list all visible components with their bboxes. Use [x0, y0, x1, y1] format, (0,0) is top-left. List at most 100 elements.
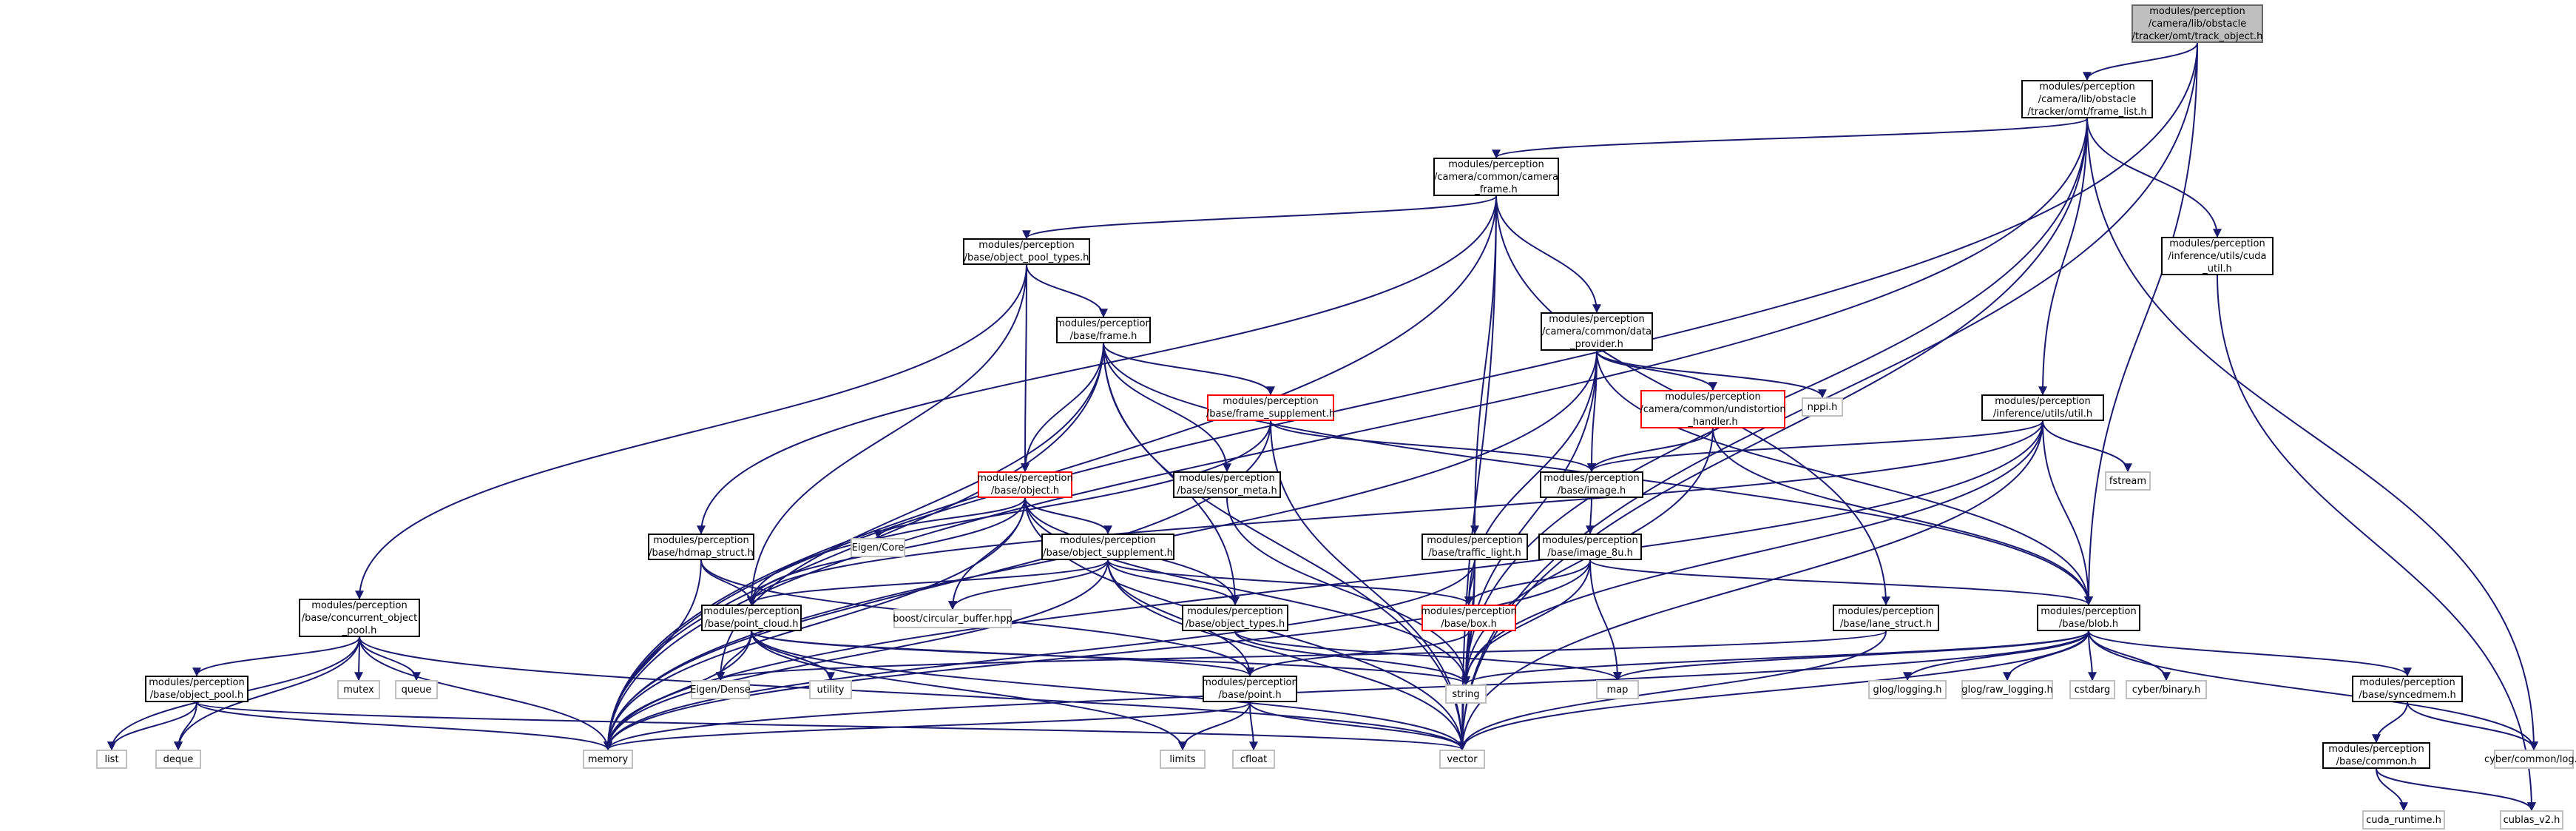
edge-image_8u-to-memory: [604, 559, 1591, 751]
edge-concurrent_object_pool-to-deque: [174, 636, 360, 751]
node-label-line: modules/perception: [1995, 396, 2091, 407]
node-lane-struct[interactable]: modules/perception/base/lane_struct.h: [1833, 605, 1939, 631]
node-syncedmem[interactable]: modules/perception/base/syncedmem.h: [2352, 676, 2463, 702]
node-cublas-v2: cublas_v2.h: [2500, 810, 2563, 830]
node-label-line: _util.h: [2203, 263, 2232, 275]
node-object-supplement[interactable]: modules/perception/base/object_supplemen…: [1041, 534, 1174, 560]
edge-blob-to-syncedmem: [2088, 630, 2412, 677]
node-cfloat: cfloat: [1232, 750, 1275, 769]
node-object-types[interactable]: modules/perception/base/object_types.h: [1182, 605, 1288, 631]
node-label-line: modules/perception: [1544, 473, 1640, 484]
edge-frame_list-to-camera_frame: [1492, 118, 2088, 159]
edge-syncedmem-to-common: [2372, 702, 2408, 744]
edge-object_types-to-string: [1234, 630, 1470, 686]
node-cuda-util[interactable]: modules/perception/inference/utils/cuda_…: [2161, 237, 2274, 275]
node-string: string: [1445, 684, 1487, 704]
node-box[interactable]: modules/perception/base/box.h: [1421, 605, 1517, 631]
node-label-line: /base/point.h: [1218, 690, 1282, 701]
node-label-line: modules/perception: [2039, 81, 2135, 92]
dependency-edges: [107, 42, 2538, 812]
node-label-line: vector: [1447, 753, 1478, 765]
node-queue: queue: [395, 680, 438, 699]
node-hdmap-struct[interactable]: modules/perception/base/hdmap_struct.h: [648, 534, 754, 560]
node-undistortion-handler[interactable]: modules/perception/camera/common/undisto…: [1640, 390, 1786, 428]
edge-object_pool_types-to-concurrent_object_pool: [355, 264, 1027, 600]
node-label-line: modules/perception: [2149, 5, 2245, 17]
edge-object-to-memory: [604, 497, 1026, 751]
node-fstream: fstream: [2105, 471, 2151, 491]
node-cyber-binary: cyber/binary.h: [2126, 680, 2207, 699]
node-list: list: [96, 750, 127, 769]
node-nppi: nppi.h: [1802, 397, 1843, 417]
node-label-line: cfloat: [1240, 753, 1268, 765]
edge-object_supplement-to-circular_buffer: [948, 559, 1109, 610]
edge-frame_supplement-to-image: [1270, 420, 1596, 473]
node-circular-buffer: boost/circular_buffer.hpp: [893, 609, 1013, 628]
edge-object-to-object_supplement: [1024, 497, 1112, 535]
node-limits: limits: [1160, 750, 1206, 769]
node-concurrent-object-pool[interactable]: modules/perception/base/concurrent_objec…: [299, 599, 420, 637]
node-label-line: /base/object_pool_types.h: [964, 252, 1089, 263]
node-cuda-runtime: cuda_runtime.h: [2362, 810, 2445, 830]
edge-object_supplement-to-point_cloud: [747, 559, 1109, 606]
edge-object_supplement-to-point: [1107, 559, 1254, 677]
node-point[interactable]: modules/perception/base/point.h: [1202, 676, 1298, 702]
node-image-8u[interactable]: modules/perception/base/image_8u.h: [1538, 534, 1642, 560]
edge-object_types-to-map: [1234, 630, 1622, 682]
edge-data_provider-to-string: [1461, 350, 1598, 686]
node-label-line: modules/perception: [1838, 606, 1934, 617]
node-label-line: modules/perception: [1202, 677, 1298, 688]
node-data-provider[interactable]: modules/perception/camera/common/data_pr…: [1541, 312, 1653, 351]
node-label-line: deque: [163, 753, 194, 765]
node-label-line: cublas_v2.h: [2503, 814, 2560, 826]
node-label-line: /base/frame.h: [1069, 331, 1137, 342]
node-util[interactable]: modules/perception/inference/utils/util.…: [1981, 394, 2104, 421]
edge-data_provider-to-nppi: [1596, 350, 1827, 399]
node-eigen-dense: Eigen/Dense: [690, 680, 751, 699]
node-object-pool[interactable]: modules/perception/base/object_pool.h: [145, 676, 249, 702]
node-common[interactable]: modules/perception/base/common.h: [2322, 742, 2430, 769]
edge-blob-to-vector: [1458, 630, 2089, 751]
node-point-cloud[interactable]: modules/perception/base/point_cloud.h: [701, 605, 802, 631]
node-sensor-meta[interactable]: modules/perception/base/sensor_meta.h: [1173, 471, 1281, 498]
node-eigen-core: Eigen/Core: [851, 538, 905, 557]
edge-object_pool-to-memory: [196, 702, 612, 751]
node-label-line: _pool.h: [342, 625, 377, 636]
node-traffic-light[interactable]: modules/perception/base/traffic_light.h: [1421, 534, 1528, 560]
edge-blob-to-cstdarg: [2087, 630, 2097, 682]
node-label-line: cyber/binary.h: [2132, 684, 2201, 696]
edge-object_pool-to-list: [107, 702, 197, 751]
node-frame[interactable]: modules/perception/base/frame.h: [1055, 317, 1152, 343]
edge-object_pool_types-to-frame: [1026, 264, 1108, 318]
node-label-line: modules/perception: [653, 535, 749, 546]
edge-frame-to-vector: [1103, 343, 1467, 751]
node-label-line: /camera/lib/obstacle: [2038, 93, 2137, 105]
node-image[interactable]: modules/perception/base/image.h: [1540, 471, 1643, 498]
edge-blob-to-cyber_log: [2088, 630, 2538, 751]
node-object-pool-types[interactable]: modules/perception/base/object_pool_type…: [963, 238, 1090, 265]
node-label-line: /tracker/omt/track_object.h: [2132, 30, 2263, 42]
edge-lane_struct-to-vector: [1458, 630, 1887, 751]
node-object[interactable]: modules/perception/base/object.h: [977, 471, 1073, 498]
node-camera-frame[interactable]: modules/perception/camera/common/camera_…: [1433, 158, 1559, 196]
edge-image_8u-to-box: [1464, 559, 1591, 606]
node-label-line: modules/perception: [1055, 318, 1152, 329]
edge-image_8u-to-string: [1461, 559, 1591, 686]
node-frame-list[interactable]: modules/perception/camera/lib/obstacle/t…: [2021, 80, 2153, 118]
node-blob[interactable]: modules/perception/base/blob.h: [2037, 605, 2140, 631]
edge-object_pool_types-to-point_cloud: [747, 264, 1027, 606]
edge-frame_supplement-to-point_cloud: [747, 420, 1271, 606]
edge-object-to-string: [1024, 497, 1470, 686]
node-label-line: string: [1452, 688, 1480, 700]
node-frame-supplement[interactable]: modules/perception/base/frame_supplement…: [1206, 394, 1335, 421]
node-label-line: nppi.h: [1807, 401, 1838, 413]
node-label-line: modules/perception: [149, 677, 245, 688]
edge-frame_list-to-cuda_util: [2086, 118, 2222, 238]
edge-util-to-fstream: [2042, 420, 2132, 473]
node-label-line: /inference/utils/cuda: [2168, 250, 2267, 262]
edge-camera_frame-to-data_provider: [1495, 195, 1601, 314]
edge-object_supplement-to-vector: [1107, 559, 1467, 751]
edge-point-to-vector: [1249, 702, 1467, 751]
edge-box-to-point: [1245, 630, 1470, 677]
